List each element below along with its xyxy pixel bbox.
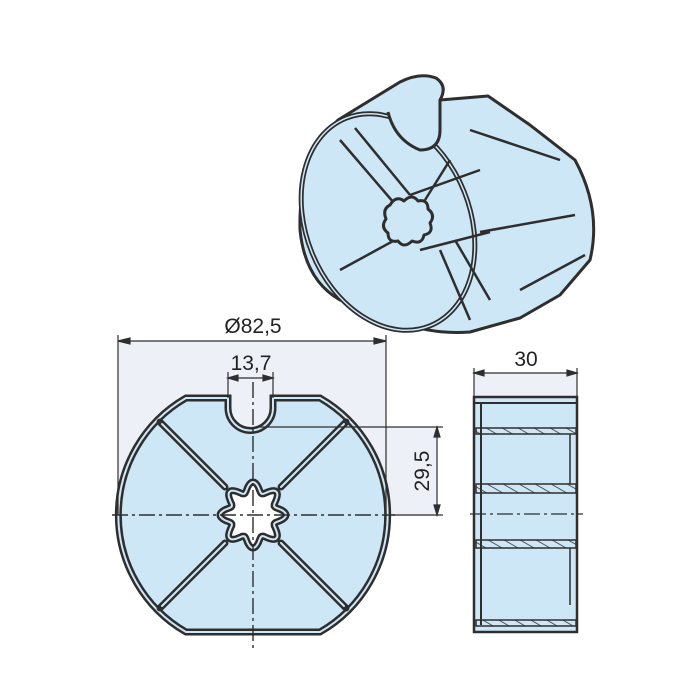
slot-depth-label: 29,5 <box>411 451 434 492</box>
diameter-label: Ø82,5 <box>224 315 281 338</box>
iso-slot <box>386 100 442 152</box>
iso-hub <box>381 195 435 247</box>
slot-width-label: 13,7 <box>231 352 272 375</box>
dimension-lines <box>117 335 580 518</box>
side-view <box>470 395 583 634</box>
hatched-band <box>475 483 577 494</box>
spokes <box>156 418 350 612</box>
hatched-band <box>475 427 577 435</box>
front-view <box>112 382 395 652</box>
center-lines <box>112 382 395 652</box>
isometric-view <box>298 74 596 334</box>
iso-spokes <box>339 127 586 321</box>
hatched-band <box>475 619 577 627</box>
width-label: 30 <box>514 348 537 371</box>
hatched-band <box>475 539 577 549</box>
